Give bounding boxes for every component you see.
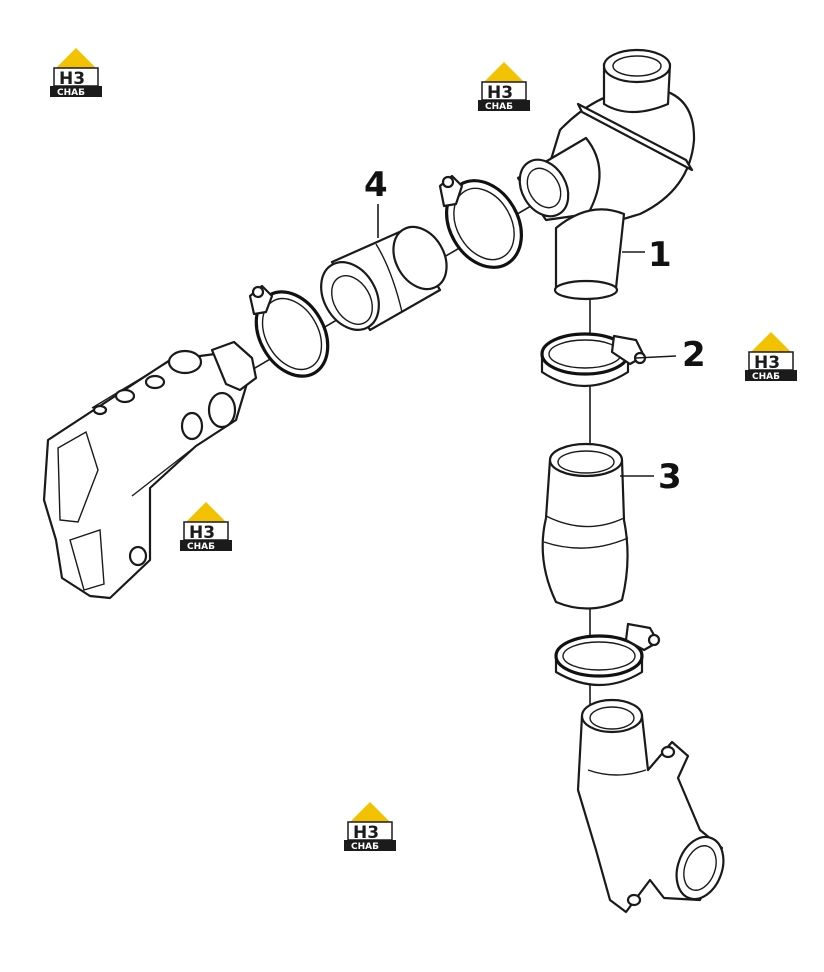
left-bracket-housing [42, 340, 258, 600]
callout-leaders [377, 204, 677, 477]
callout-3: 3 [658, 457, 682, 497]
svg-text:СНАБ: СНАБ [57, 88, 85, 98]
part-1-thermostat-housing [516, 48, 696, 301]
svg-text:СНАБ: СНАБ [187, 542, 215, 552]
watermark-logo: H3 СНАБ [50, 48, 102, 98]
svg-text:H3: H3 [487, 83, 513, 103]
part-3-hose [541, 442, 629, 610]
watermark-logo: H3 СНАБ [745, 332, 797, 382]
hose-clamp-upper [438, 174, 523, 269]
lower-elbow-fitting [576, 698, 725, 914]
svg-text:H3: H3 [353, 823, 379, 843]
svg-text:СНАБ: СНАБ [752, 372, 780, 382]
watermark-logo: H3 СНАБ [180, 502, 232, 552]
svg-text:СНАБ: СНАБ [351, 842, 379, 852]
watermark-logo: H3 СНАБ [344, 802, 396, 852]
svg-text:H3: H3 [189, 523, 215, 543]
part-2-hose-clamp [540, 332, 647, 388]
hose-clamp-lower [554, 622, 661, 687]
svg-text:H3: H3 [59, 69, 85, 89]
part-4-coupling [320, 225, 448, 332]
watermark-logo: H3 СНАБ [478, 62, 530, 112]
svg-text:H3: H3 [754, 353, 780, 373]
callout-4: 4 [364, 165, 388, 205]
svg-text:СНАБ: СНАБ [485, 102, 513, 112]
callout-1: 1 [648, 235, 672, 275]
callout-2: 2 [682, 335, 706, 375]
hose-clamp-left [248, 284, 330, 378]
